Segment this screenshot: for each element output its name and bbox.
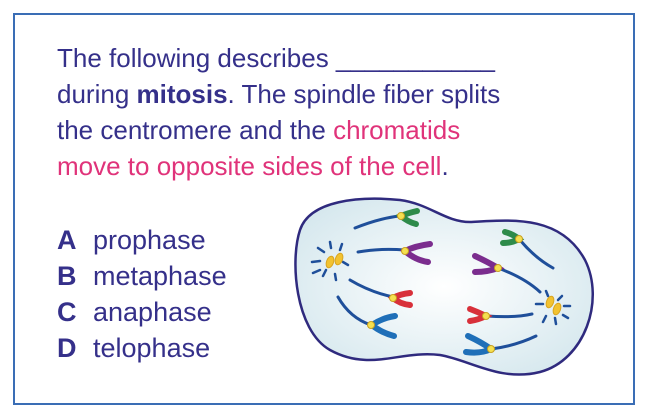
option-letter: C (57, 297, 77, 327)
question-line: the centromere and the (57, 115, 334, 145)
option-label: anaphase (93, 297, 212, 327)
aster-right (534, 289, 572, 326)
option-label: prophase (93, 225, 206, 255)
question-line: . (441, 151, 449, 181)
highlight-text: move to opposite sides of the cell (57, 151, 442, 181)
centrioles-right (545, 295, 562, 316)
keyword-mitosis: mitosis (136, 79, 228, 109)
highlight-text: chromatids (333, 115, 461, 145)
centromeres (367, 212, 523, 353)
centrioles-left (325, 252, 344, 269)
option-label: metaphase (93, 261, 227, 291)
question-text: The following describes ___________ duri… (57, 40, 577, 184)
option-letter: B (57, 261, 77, 291)
cell-membrane (294, 197, 594, 376)
option-letter: A (57, 225, 77, 255)
aster-left (310, 240, 350, 282)
question-line: The following describes ___________ (57, 43, 495, 73)
question-line: during (57, 79, 137, 109)
option-label: telophase (93, 333, 211, 363)
option-letter: D (57, 333, 77, 363)
question-line: . The spindle fiber splits (227, 79, 501, 109)
